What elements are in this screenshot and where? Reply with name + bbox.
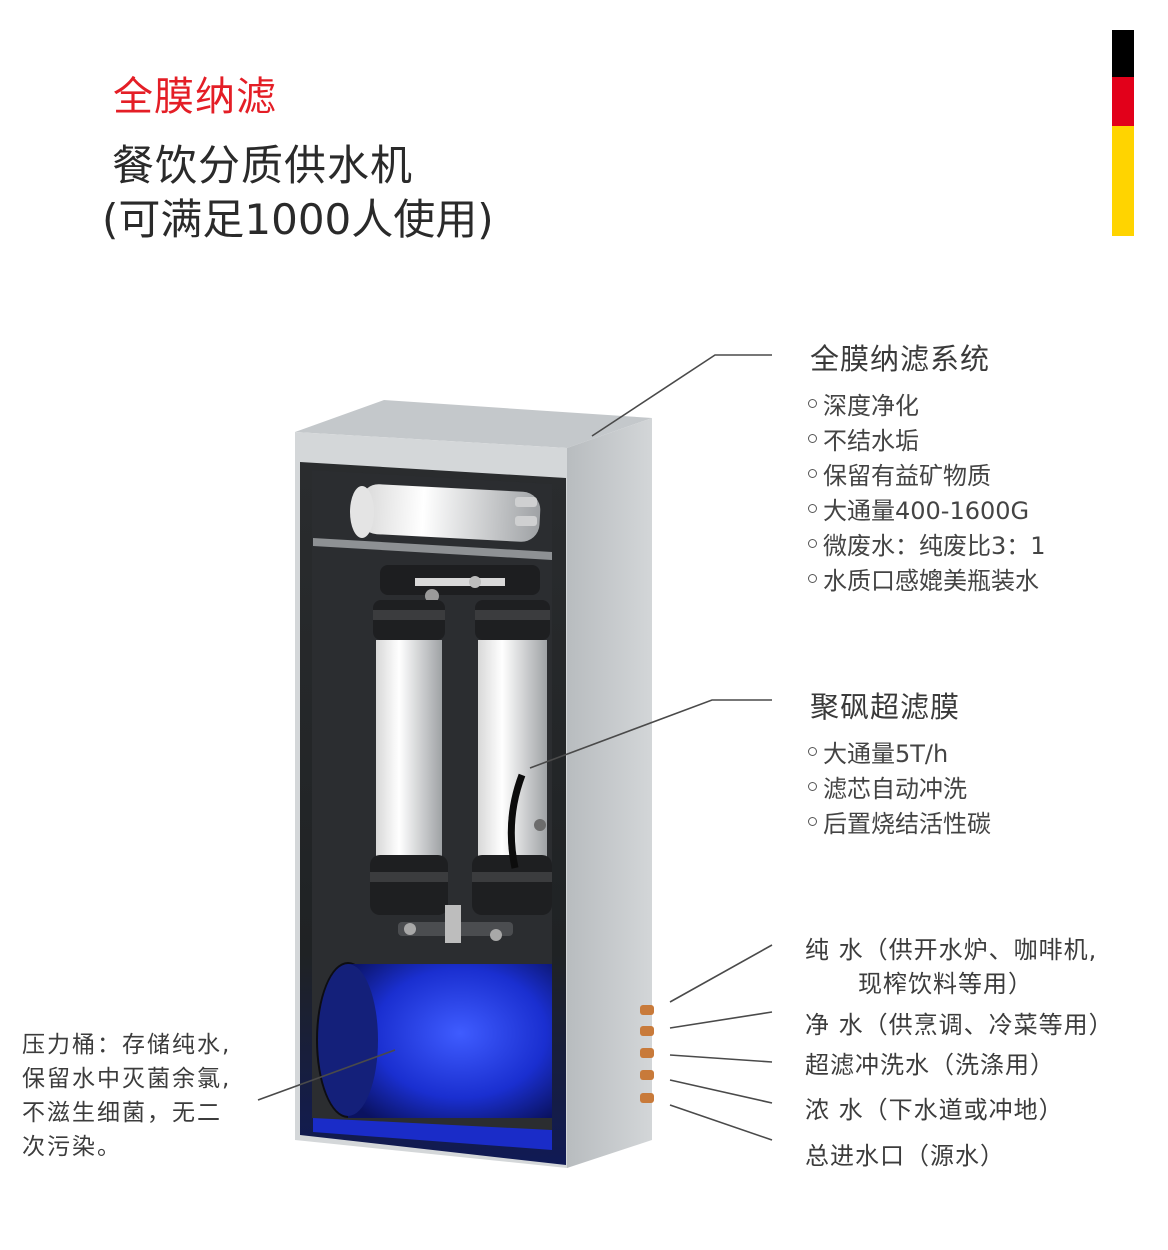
nanofiltration-membrane [350, 484, 541, 542]
outlet-main-inlet: 总进水口（源水） [805, 1142, 1005, 1170]
outlet-clean-water: 净 水（供烹调、冷菜等用） [805, 1011, 1114, 1039]
outlet-flush-water: 超滤冲洗水（洗涤用） [805, 1051, 1055, 1079]
membrane-bullet: 后置烧结活性碳 [808, 804, 991, 839]
system-bullet: 不结水垢 [808, 421, 919, 456]
membrane-title: 聚砜超滤膜 [810, 690, 961, 724]
leader-outlet-2 [669, 1011, 773, 1029]
product-tag: 全膜纳滤 [113, 74, 277, 120]
leader-membrane [529, 699, 772, 769]
bullet-dot-icon [808, 747, 817, 756]
leader-lines [257, 354, 773, 1141]
bottom-valves [398, 905, 513, 943]
leader-system [591, 354, 772, 437]
bullet-dot-icon [808, 782, 817, 791]
system-bullet: 大通量400-1600G [808, 491, 1029, 526]
system-title: 全膜纳滤系统 [810, 342, 991, 376]
system-bullet: 水质口感媲美瓶装水 [808, 561, 1039, 596]
bullet-dot-icon [808, 504, 817, 513]
system-bullet: 微废水：纯废比3：1 [808, 526, 1046, 561]
leader-outlet-4 [669, 1079, 773, 1104]
cabinet-top [295, 400, 652, 448]
outlet-pure-water-cont: 现榨饮料等用） [858, 970, 1033, 998]
system-bullet: 保留有益矿物质 [808, 456, 991, 491]
pressure-tank [316, 962, 552, 1118]
cabinet-side [567, 418, 652, 1168]
leader-outlet-1 [669, 944, 773, 1003]
filter-shelf [313, 538, 552, 560]
ultrafiltration-column-left [370, 600, 448, 915]
top-manifold [380, 565, 540, 603]
bullet-dot-icon [808, 574, 817, 583]
flag-stripe-black [1112, 30, 1134, 77]
bullet-dot-icon [808, 469, 817, 478]
bullet-dot-icon [808, 539, 817, 548]
tank-note: 压力桶：存储纯水, 保留水中灭菌余氯, 不滋生细菌，无二 次污染。 [22, 1032, 232, 1160]
product-title: 餐饮分质供水机 [112, 141, 414, 190]
leader-outlet-5 [669, 1104, 773, 1141]
membrane-bullet: 大通量5T/h [808, 734, 948, 769]
ultrafiltration-column-right [472, 600, 552, 915]
outlet-pure-water: 纯 水（供开水炉、咖啡机, [805, 936, 1098, 964]
system-bullet: 深度净化 [808, 386, 919, 421]
bullet-dot-icon [808, 399, 817, 408]
leader-tank [257, 1049, 396, 1101]
leader-outlet-3 [669, 1054, 773, 1063]
membrane-bullet: 滤芯自动冲洗 [808, 769, 967, 804]
flag-stripe-red [1112, 77, 1134, 126]
bullet-dot-icon [808, 434, 817, 443]
bullet-dot-icon [808, 817, 817, 826]
copper-outlets [640, 1005, 654, 1103]
product-capacity: (可满足1000人使用) [102, 195, 494, 244]
outlet-concentrate: 浓 水（下水道或冲地） [805, 1096, 1064, 1124]
flag-stripe-gold [1112, 126, 1134, 236]
